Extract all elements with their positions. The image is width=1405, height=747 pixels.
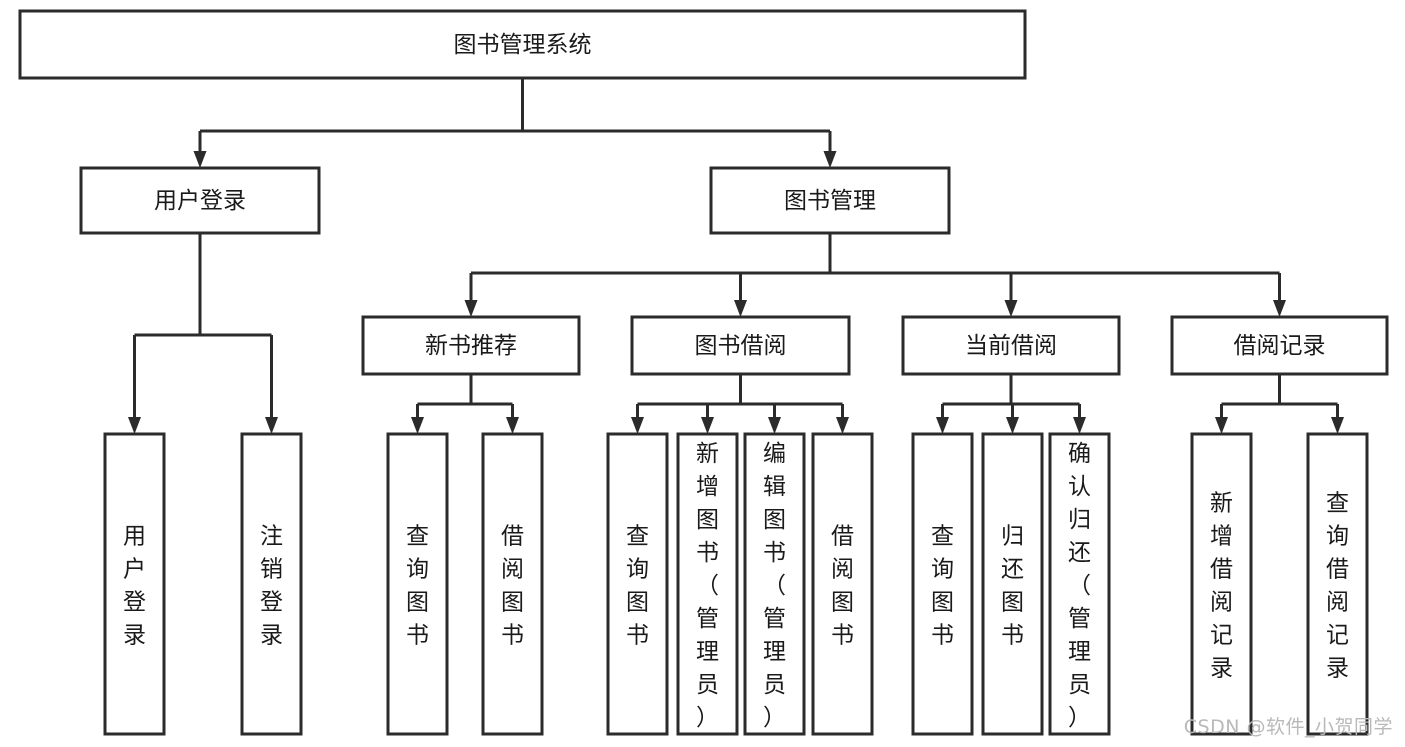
csdn-watermark: CSDN @软件_小贺同学 [1183, 716, 1393, 738]
node-label-leaf-edit-book: 编辑图书（管理员） [763, 441, 786, 731]
arrow-head-icon [128, 417, 141, 434]
node-book-borrow[interactable]: 图书借阅 [630, 315, 851, 376]
arrow-head-icon [1331, 417, 1344, 434]
node-box-borrow-record[interactable] [1170, 315, 1389, 376]
connector-layer [128, 78, 1344, 434]
node-leaf-query-book-1[interactable]: 查询图书 [386, 432, 449, 736]
node-leaf-query-book-2[interactable]: 查询图书 [606, 432, 669, 736]
connector-root-to-l1 [193, 78, 837, 168]
node-current-borrow[interactable]: 当前借阅 [901, 315, 1121, 376]
arrow-head-icon [1073, 417, 1086, 434]
connector-book-borrow-to-leaves [631, 374, 849, 434]
arrow-head-icon [411, 417, 424, 434]
arrow-head-icon [193, 151, 207, 168]
node-box-book-manage[interactable] [709, 166, 951, 235]
node-label-leaf-add-borrow-record: 新增借阅记录 [1210, 491, 1233, 682]
node-box-new-book-recommend[interactable] [361, 315, 581, 376]
node-box-leaf-borrow-book-1[interactable] [481, 432, 544, 736]
arrow-head-icon [701, 417, 714, 434]
node-borrow-record[interactable]: 借阅记录 [1170, 315, 1389, 376]
node-label-leaf-return-book: 归还图书 [1001, 524, 1024, 649]
node-label-leaf-borrow-book-2: 借阅图书 [831, 524, 854, 649]
node-label-book-manage: 图书管理 [784, 188, 876, 214]
node-label-leaf-query-borrow-record: 查询借阅记录 [1326, 491, 1349, 682]
node-label-leaf-borrow-book-1: 借阅图书 [501, 524, 524, 649]
node-label-borrow-record: 借阅记录 [1234, 333, 1326, 359]
arrow-head-icon [823, 151, 837, 168]
node-box-leaf-query-book-3[interactable] [911, 432, 974, 736]
node-book-manage[interactable]: 图书管理 [709, 166, 951, 235]
node-leaf-query-borrow-record[interactable]: 查询借阅记录 [1306, 432, 1369, 736]
arrow-head-icon [1004, 300, 1018, 317]
node-box-leaf-user-login[interactable] [103, 432, 166, 736]
node-leaf-query-book-3[interactable]: 查询图书 [911, 432, 974, 736]
arrow-head-icon [936, 417, 949, 434]
arrow-head-icon [506, 417, 519, 434]
node-layer: 图书管理系统用户登录图书管理新书推荐图书借阅当前借阅借阅记录用户登录注销登录查询… [18, 9, 1389, 736]
node-leaf-add-borrow-record[interactable]: 新增借阅记录 [1190, 432, 1253, 736]
node-label-root: 图书管理系统 [454, 32, 592, 58]
node-box-leaf-logout-login[interactable] [240, 432, 303, 736]
node-label-leaf-add-book: 新增图书（管理员） [696, 441, 719, 731]
arrow-head-icon [768, 417, 781, 434]
arrow-head-icon [836, 417, 849, 434]
node-box-root[interactable] [18, 9, 1027, 80]
node-box-user-login[interactable] [79, 166, 321, 235]
arrow-head-icon [1006, 417, 1019, 434]
arrow-head-icon [631, 417, 644, 434]
node-leaf-borrow-book-2[interactable]: 借阅图书 [811, 432, 874, 736]
node-box-leaf-borrow-book-2[interactable] [811, 432, 874, 736]
node-leaf-return-book[interactable]: 归还图书 [981, 432, 1044, 736]
node-root[interactable]: 图书管理系统 [18, 9, 1027, 80]
node-new-book-recommend[interactable]: 新书推荐 [361, 315, 581, 376]
node-label-current-borrow: 当前借阅 [965, 333, 1057, 359]
arrow-head-icon [1273, 300, 1286, 317]
connector-current-borrow-to-leaves [936, 374, 1086, 434]
node-box-leaf-add-borrow-record[interactable] [1190, 432, 1253, 736]
arrow-head-icon [464, 300, 478, 317]
node-leaf-edit-book[interactable]: 编辑图书（管理员） [743, 432, 806, 736]
node-box-leaf-edit-book[interactable] [743, 432, 806, 736]
node-box-leaf-add-book[interactable] [676, 432, 739, 736]
connector-new-book-recommend-to-leaves [411, 374, 519, 434]
node-box-leaf-query-book-2[interactable] [606, 432, 669, 736]
node-user-login[interactable]: 用户登录 [79, 166, 321, 235]
node-label-leaf-query-book-1: 查询图书 [406, 524, 429, 649]
node-label-leaf-logout-login: 注销登录 [260, 524, 283, 649]
node-label-book-borrow: 图书借阅 [695, 333, 787, 359]
connector-borrow-record-to-leaves [1215, 374, 1344, 434]
node-label-leaf-user-login: 用户登录 [123, 524, 146, 649]
connector-user-login-to-leaves [128, 233, 278, 434]
node-label-leaf-confirm-return: 确认归还（管理员） [1068, 441, 1091, 731]
node-leaf-borrow-book-1[interactable]: 借阅图书 [481, 432, 544, 736]
node-box-leaf-query-book-1[interactable] [386, 432, 449, 736]
node-leaf-add-book[interactable]: 新增图书（管理员） [676, 432, 739, 736]
node-leaf-logout-login[interactable]: 注销登录 [240, 432, 303, 736]
node-leaf-confirm-return[interactable]: 确认归还（管理员） [1048, 432, 1111, 736]
node-label-new-book-recommend: 新书推荐 [425, 333, 517, 359]
node-label-leaf-query-book-2: 查询图书 [626, 524, 649, 649]
node-label-user-login: 用户登录 [154, 188, 246, 214]
arrow-head-icon [265, 417, 278, 434]
node-box-book-borrow[interactable] [630, 315, 851, 376]
arrow-head-icon [1215, 417, 1228, 434]
node-box-current-borrow[interactable] [901, 315, 1121, 376]
node-box-leaf-query-borrow-record[interactable] [1306, 432, 1369, 736]
connector-book-manage-to-l2 [464, 233, 1286, 317]
node-box-leaf-confirm-return[interactable] [1048, 432, 1111, 736]
node-leaf-user-login[interactable]: 用户登录 [103, 432, 166, 736]
node-box-leaf-return-book[interactable] [981, 432, 1044, 736]
arrow-head-icon [734, 300, 747, 317]
node-label-leaf-query-book-3: 查询图书 [931, 524, 954, 649]
